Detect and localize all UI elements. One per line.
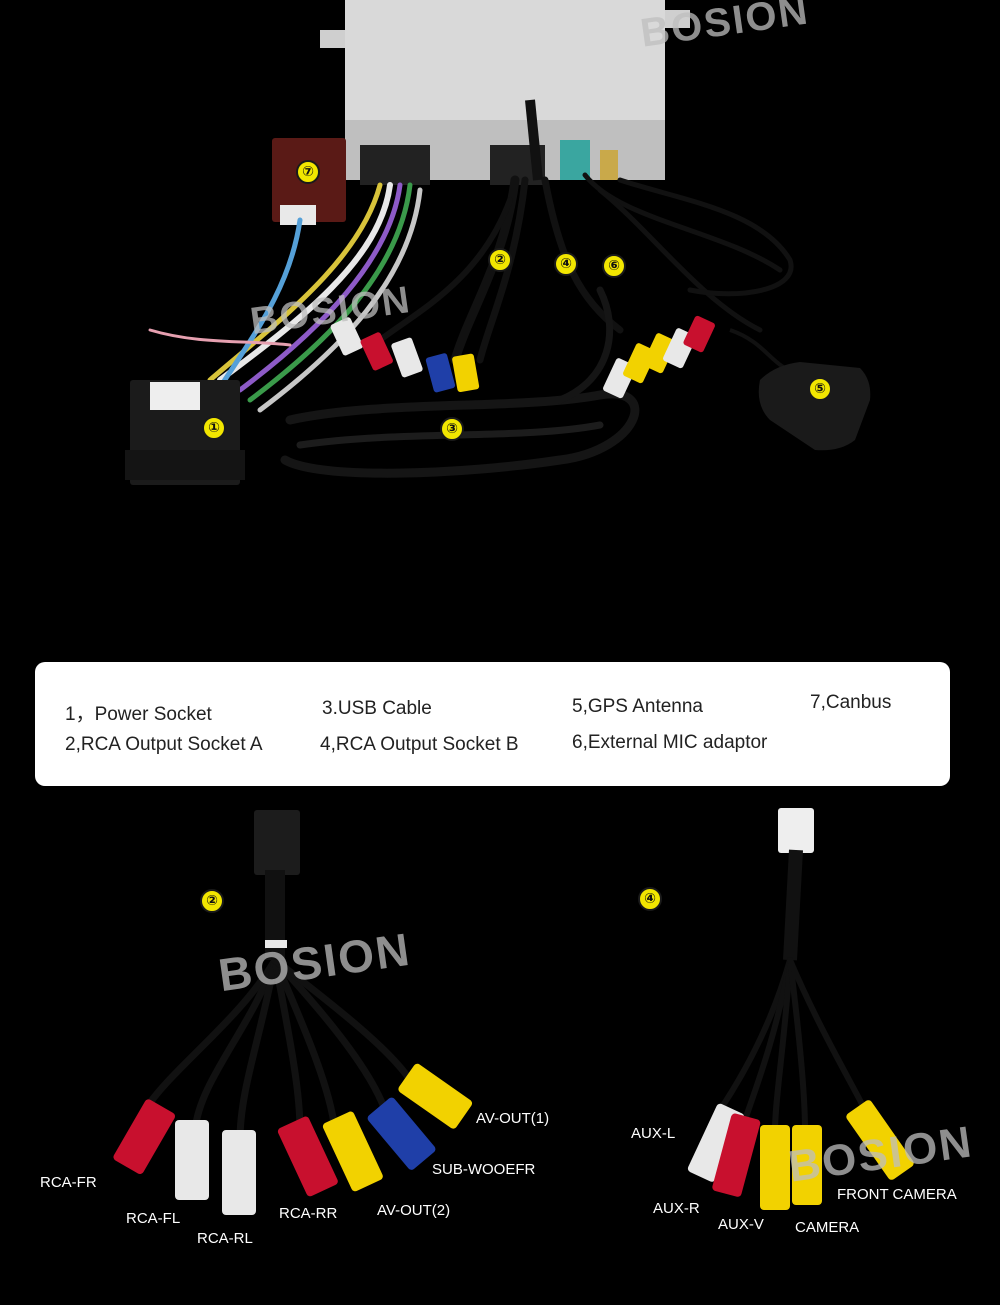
label-aux-r: AUX-R [653,1200,700,1217]
rca-cable-b [687,808,914,1210]
badge-power-socket: ① [202,416,226,440]
gps-antenna [729,328,871,451]
rca-cable-a [113,810,473,1215]
rca-plugs-top [330,315,715,399]
legend-panel: 1，Power Socket 2,RCA Output Socket A 3.U… [35,662,950,786]
legend-mic-adaptor: 6,External MIC adaptor [572,732,768,753]
head-unit [320,0,690,185]
label-rca-rl: RCA-RL [197,1230,253,1247]
label-camera: CAMERA [795,1219,860,1236]
legend-rca-socket-b: 4,RCA Output Socket B [320,734,519,755]
badge-rca-socket-a: ② [488,248,512,272]
wiring-harness [148,172,794,478]
label-rca-fl: RCA-FL [126,1210,181,1227]
legend-rca-socket-a: 2,RCA Output Socket A [65,734,263,755]
badge-mic-adaptor: ⑥ [602,254,626,278]
label-front-camera: FRONT CAMERA [837,1186,957,1203]
legend-power-socket: 1，Power Socket [65,704,212,725]
label-av-out-2: AV-OUT(2) [377,1202,451,1219]
badge-canbus: ⑦ [296,160,320,184]
badge-usb-cable: ③ [440,417,464,441]
badge-cable-b: ④ [638,887,662,911]
label-aux-l: AUX-L [631,1125,676,1142]
label-rca-fr: RCA-FR [40,1174,97,1191]
legend-usb-cable: 3.USB Cable [322,698,432,719]
label-sub-woofer: SUB-WOOEFR [432,1161,536,1178]
legend-gps-antenna: 5,GPS Antenna [572,696,703,717]
badge-gps-antenna: ⑤ [808,377,832,401]
label-aux-v: AUX-V [718,1216,764,1233]
label-av-out-1: AV-OUT(1) [476,1110,550,1127]
label-rca-rr: RCA-RR [279,1205,338,1222]
legend-canbus: 7,Canbus [810,692,892,713]
badge-rca-socket-b: ④ [554,252,578,276]
badge-cable-a: ② [200,889,224,913]
power-connector [125,380,245,485]
